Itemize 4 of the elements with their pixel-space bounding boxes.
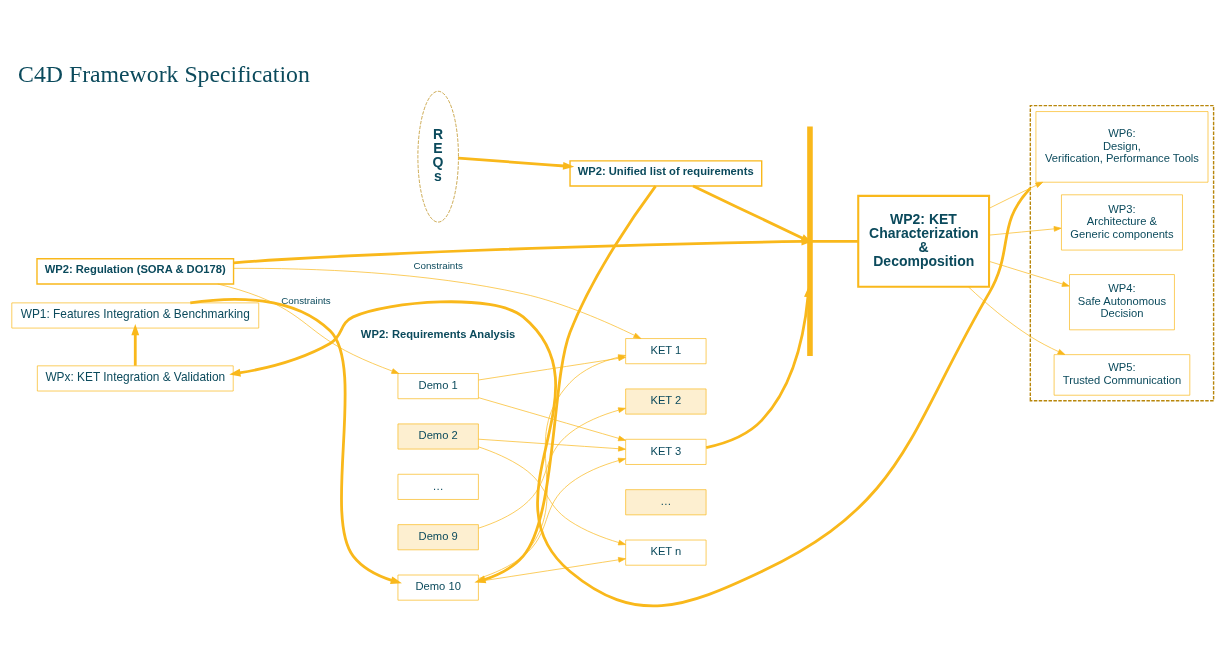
edge-label: Constraints (413, 259, 463, 271)
edge-label: Constraints (281, 295, 331, 307)
diagram-title: C4D Framework Specification (18, 60, 310, 87)
label: WP2: Requirements Analysis (360, 327, 516, 340)
